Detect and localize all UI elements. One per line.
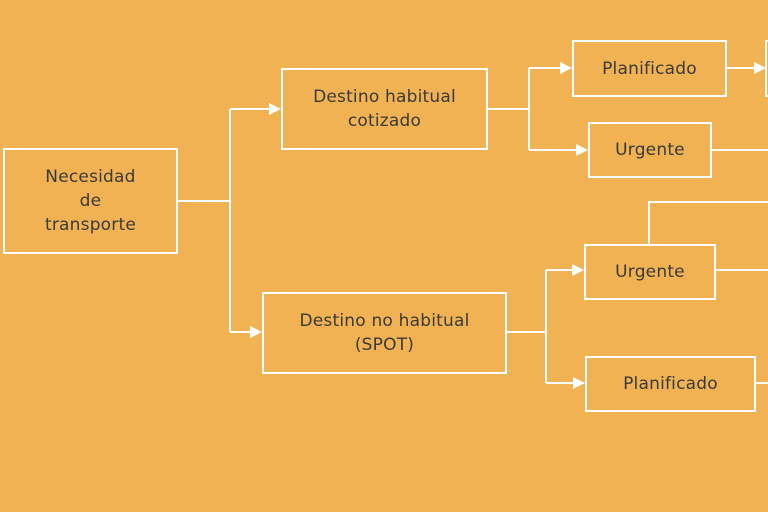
node-label: Planificado — [623, 374, 718, 394]
node-offscreen-partial — [765, 40, 768, 97]
node-necesidad-de-transporte: Necesidad de transporte — [3, 148, 178, 254]
node-label: Planificado — [602, 58, 697, 79]
node-destino-habitual: Destino habitual cotizado — [281, 68, 488, 150]
node-spot-urgente: Urgente — [584, 244, 716, 300]
line-spot-urgente-up — [648, 201, 768, 244]
node-destino-no-habitual: Destino no habitual (SPOT) — [262, 292, 507, 374]
node-label: Urgente — [615, 262, 685, 282]
node-habitual-planificado: Planificado — [572, 40, 727, 97]
node-label: Destino habitual cotizado — [313, 87, 456, 131]
node-spot-planificado: Planificado — [585, 356, 756, 412]
node-label: Destino no habitual (SPOT) — [299, 311, 470, 355]
node-label: Necesidad de transporte — [44, 167, 136, 235]
node-label: Urgente — [615, 140, 685, 160]
node-habitual-urgente: Urgente — [588, 122, 712, 178]
